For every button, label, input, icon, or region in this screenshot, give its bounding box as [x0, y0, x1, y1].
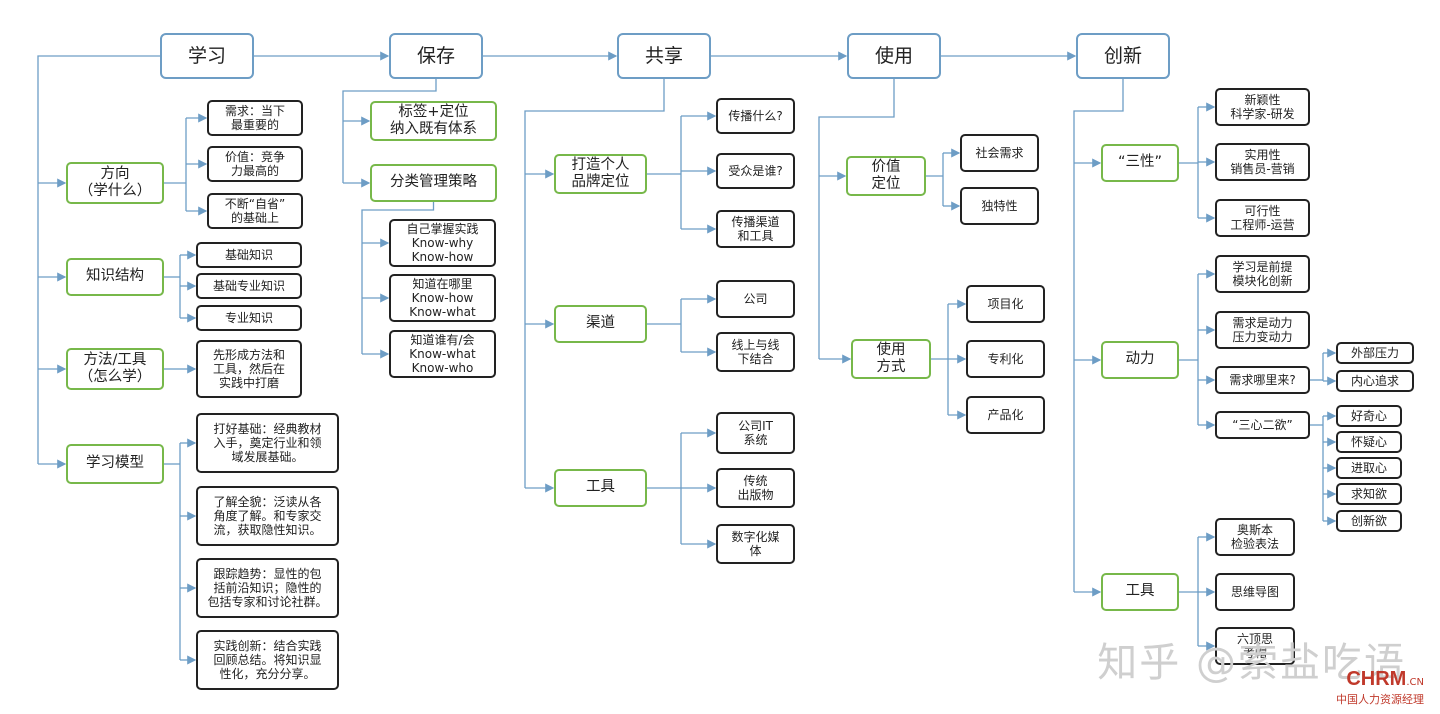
- connector-9: [342, 79, 437, 183]
- node-classification: 分类管理策略: [370, 164, 497, 202]
- node-need-motive: 需求是动力 压力变动力: [1215, 311, 1310, 349]
- node-need: 需求：当下 最重要的: [207, 100, 303, 136]
- node-social-need: 社会需求: [960, 134, 1039, 172]
- connector-42: [361, 202, 435, 354]
- node-basic: 基础知识: [196, 242, 302, 268]
- node-feasibility: 可行性 工程师-运营: [1215, 199, 1310, 237]
- node-mindmap: 思维导图: [1215, 573, 1295, 611]
- node-use-method: 使用 方式: [851, 339, 931, 379]
- node-overview: 了解全貌：泛读从各 角度了解。和专家交 流，获取隐性知识。: [196, 486, 339, 546]
- node-ext-pressure: 外部压力: [1336, 342, 1414, 364]
- node-master-self: 自己掌握实践 Know-why Know-how: [389, 219, 496, 267]
- node-traditional: 传统 出版物: [716, 468, 795, 508]
- node-value-position: 价值 定位: [846, 156, 926, 196]
- node-inner-pursuit: 内心追求: [1336, 370, 1414, 392]
- connector-4: [37, 55, 160, 464]
- node-know-where: 知道在哪里 Know-how Know-what: [389, 274, 496, 322]
- zhihu-watermark: 知乎 @索盐吃语: [1097, 640, 1406, 686]
- connector-12: [524, 79, 665, 488]
- node-methods-tools: 方法/工具 （怎么学）: [66, 348, 164, 390]
- node-patent: 专利化: [966, 340, 1045, 378]
- node-lay-foundation: 打好基础：经典教材 入手，奠定行业和领 域发展基础。: [196, 413, 339, 473]
- node-online-offline: 线上与线 下结合: [716, 332, 795, 372]
- node-practicality: 实用性 销售员-营销: [1215, 143, 1310, 181]
- node-create-desire: 创新欲: [1336, 510, 1402, 532]
- node-learning-model: 学习模型: [66, 444, 164, 484]
- chrm-logo: CHRM.CN 中国人力资源经理: [1336, 668, 1424, 707]
- node-knowledge-structure: 知识结构: [66, 258, 164, 296]
- node-three-hearts: “三心二欲”: [1215, 411, 1310, 439]
- node-product: 产品化: [966, 396, 1045, 434]
- node-ambition: 进取心: [1336, 457, 1402, 479]
- node-basic-pro: 基础专业知识: [196, 273, 302, 299]
- node-osborn: 奥斯本 检验表法: [1215, 518, 1295, 556]
- node-tag-position: 标签+定位 纳入既有体系: [370, 101, 497, 141]
- node-uniqueness: 独特性: [960, 187, 1039, 225]
- chrm-logo-text: CHRM: [1346, 668, 1407, 690]
- node-three-traits: “三性”: [1101, 144, 1179, 182]
- node-method-first: 先形成方法和 工具，然后在 实践中打磨: [196, 340, 302, 398]
- node-curiosity: 好奇心: [1336, 405, 1402, 427]
- node-project: 项目化: [966, 285, 1045, 323]
- node-spread-channel: 传播渠道 和工具: [716, 210, 795, 248]
- node-learn-premise: 学习是前提 模块化创新: [1215, 255, 1310, 293]
- node-save: 保存: [389, 33, 483, 79]
- node-spread-what: 传播什么?: [716, 98, 795, 134]
- node-share-tools: 工具: [554, 469, 647, 507]
- node-study: 学习: [160, 33, 254, 79]
- node-pro: 专业知识: [196, 305, 302, 331]
- node-know-who: 知道谁有/会 Know-what Know-who: [389, 330, 496, 378]
- node-company-it: 公司IT 系统: [716, 412, 795, 454]
- node-thirst: 求知欲: [1336, 483, 1402, 505]
- node-digital-media: 数字化媒 体: [716, 524, 795, 564]
- node-innovate-tools: 工具: [1101, 573, 1179, 611]
- node-trends: 跟踪趋势：显性的包 括前沿知识；隐性的 包括专家和讨论社群。: [196, 558, 339, 618]
- chrm-tagline: 中国人力资源经理: [1336, 693, 1424, 706]
- connector-16: [818, 79, 895, 359]
- chrm-logo-suffix: .CN: [1406, 677, 1424, 688]
- node-innovate: 创新: [1076, 33, 1170, 79]
- connector-19: [1073, 79, 1124, 592]
- node-value: 价值：竞争 力最高的: [207, 146, 303, 182]
- node-novelty: 新颖性 科学家-研发: [1215, 88, 1310, 126]
- node-need-source: 需求哪里来?: [1215, 366, 1310, 394]
- node-share: 共享: [617, 33, 711, 79]
- node-company: 公司: [716, 280, 795, 318]
- node-personal-brand: 打造个人 品牌定位: [554, 154, 647, 194]
- node-six-hats: 六顶思 考帽: [1215, 627, 1295, 665]
- node-use: 使用: [847, 33, 941, 79]
- node-doubt: 怀疑心: [1336, 431, 1402, 453]
- node-audience: 受众是谁?: [716, 153, 795, 189]
- node-channel: 渠道: [554, 305, 647, 343]
- node-practice: 实践创新：结合实践 回顾总结。将知识显 性化，充分分享。: [196, 630, 339, 690]
- node-motivation: 动力: [1101, 341, 1179, 379]
- node-reflect: 不断“自省” 的基础上: [207, 193, 303, 229]
- node-direction: 方向 （学什么）: [66, 162, 164, 204]
